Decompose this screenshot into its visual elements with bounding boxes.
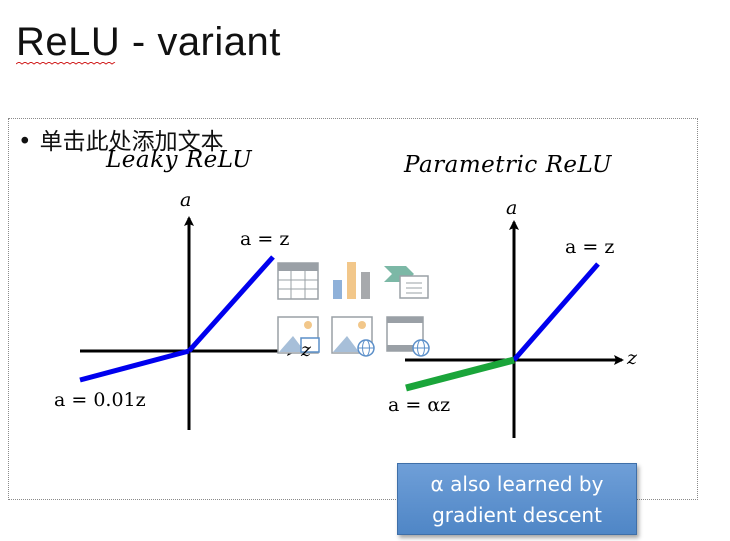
param-negative-label: a = αz [388,394,451,416]
leaky-y-axis-label: a [180,189,192,211]
leaky-positive-label: a = z [240,228,290,250]
leaky-x-axis-label: z [301,339,312,361]
picture-icon[interactable] [277,316,321,356]
online-picture-icon[interactable] [331,316,377,358]
leaky-negative-label: a = 0.01z [54,389,146,411]
placeholder-bullet[interactable]: • 单击此处添加文本 [18,122,224,156]
callout-line-2: gradient descent [432,503,602,527]
param-x-axis-label: z [627,347,638,369]
placeholder-text: 单击此处添加文本 [39,129,224,155]
param-y-axis-label: a [506,197,518,219]
param-negative-segment [405,356,515,392]
chart-icon[interactable] [331,260,373,300]
table-icon[interactable] [277,262,319,300]
leaky-relu-title: Leaky ReLU [106,147,253,173]
leaky-positive-segment [187,255,275,353]
smartart-icon[interactable] [384,264,430,300]
spellcheck-underline [16,62,116,65]
param-positive-label: a = z [565,236,615,258]
alpha-learned-callout[interactable]: α also learned by gradient descent [397,463,637,535]
callout-line-1: α also learned by [430,472,604,496]
parametric-relu-title: Parametric ReLU [404,152,612,178]
video-icon[interactable] [386,316,432,358]
content-placeholder[interactable] [8,118,698,500]
param-positive-segment [512,262,600,362]
leaky-negative-segment [79,348,190,383]
slide-title[interactable]: ReLU - variant [16,20,281,64]
bullet-dot: • [18,129,32,155]
